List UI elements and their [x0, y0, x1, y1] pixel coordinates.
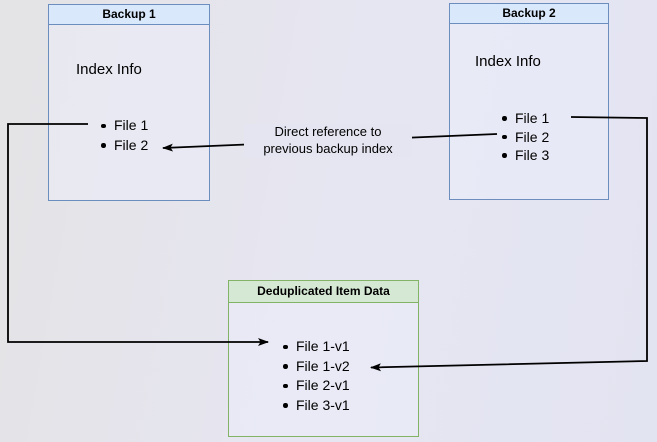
list-item: File 3-v1: [282, 396, 350, 416]
list-item: File 2: [100, 136, 148, 156]
backup2-file-list: File 1 File 2 File 3: [501, 109, 549, 165]
list-item: File 2: [501, 128, 549, 147]
list-item: File 1: [501, 109, 549, 128]
dedup-item-list: File 1-v1 File 1-v2 File 2-v1 File 3-v1: [282, 337, 350, 415]
backup1-title: Backup 1: [49, 5, 209, 25]
list-item: File 3: [501, 146, 549, 165]
list-item: File 1: [100, 116, 148, 136]
annotation-line2: previous backup index: [263, 140, 393, 156]
backup2-box: Backup 2 Index Info File 1 File 2 File 3: [449, 3, 609, 200]
list-item: File 2-v1: [282, 376, 350, 396]
backup1-file-list: File 1 File 2: [100, 116, 148, 155]
backup2-title: Backup 2: [450, 4, 608, 24]
backup1-index-label: Index Info: [76, 61, 142, 78]
dedup-box: Deduplicated Item Data File 1-v1 File 1-…: [228, 280, 419, 437]
annotation-line1: Direct reference to: [274, 124, 382, 139]
dedup-title: Deduplicated Item Data: [229, 281, 418, 303]
backup1-box: Backup 1 Index Info File 1 File 2: [48, 4, 210, 201]
annotation-label: Direct reference to previous backup inde…: [244, 124, 412, 157]
list-item: File 1-v1: [282, 337, 350, 357]
backup2-index-label: Index Info: [475, 53, 541, 70]
list-item: File 1-v2: [282, 357, 350, 377]
